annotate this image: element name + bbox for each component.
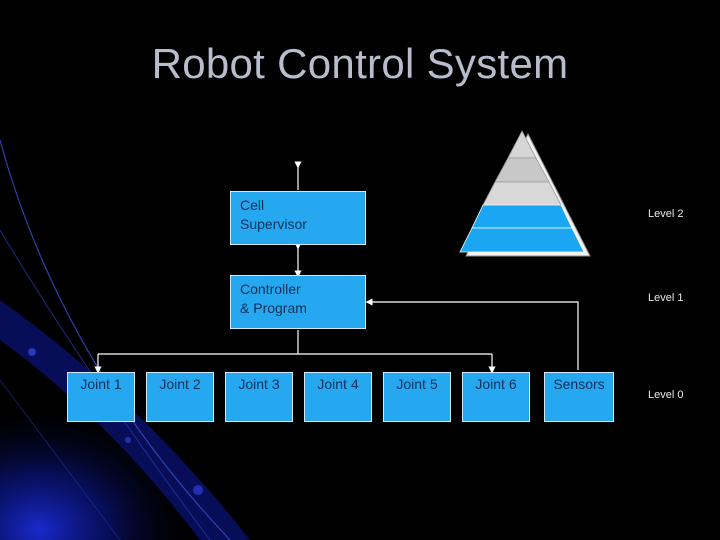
- joint-1-box: Joint 1: [67, 372, 135, 422]
- cell-supervisor-label: Cell Supervisor: [240, 197, 307, 232]
- joint-3-box: Joint 3: [225, 372, 293, 422]
- joint-5-label: Joint 5: [396, 376, 438, 392]
- joint-4-label: Joint 4: [317, 376, 359, 392]
- pyramid-tier-4: [471, 204, 573, 229]
- joint-2-label: Joint 2: [159, 376, 201, 392]
- cell-supervisor-box: Cell Supervisor: [230, 191, 366, 245]
- joint-4-box: Joint 4: [304, 372, 372, 422]
- joint-6-label: Joint 6: [475, 376, 517, 392]
- joint-2-box: Joint 2: [146, 372, 214, 422]
- level-2-label: Level 2: [648, 208, 684, 220]
- slide-title: Robot Control System: [151, 40, 569, 87]
- sensors-box: Sensors: [544, 372, 614, 422]
- joint-3-label: Joint 3: [238, 376, 280, 392]
- joint-1-label: Joint 1: [80, 376, 122, 392]
- connector-sensors-feedback: [365, 298, 579, 370]
- sensors-label: Sensors: [553, 376, 605, 392]
- level-1-label: Level 1: [648, 292, 684, 304]
- controller-box: Controller & Program: [230, 275, 366, 329]
- joint-5-box: Joint 5: [383, 372, 451, 422]
- pyramid-tier-3: [482, 181, 562, 206]
- pyramid-tier-base: [459, 227, 585, 253]
- controller-label: Controller & Program: [240, 281, 307, 316]
- level-0-label: Level 0: [648, 389, 684, 401]
- joint-6-box: Joint 6: [462, 372, 530, 422]
